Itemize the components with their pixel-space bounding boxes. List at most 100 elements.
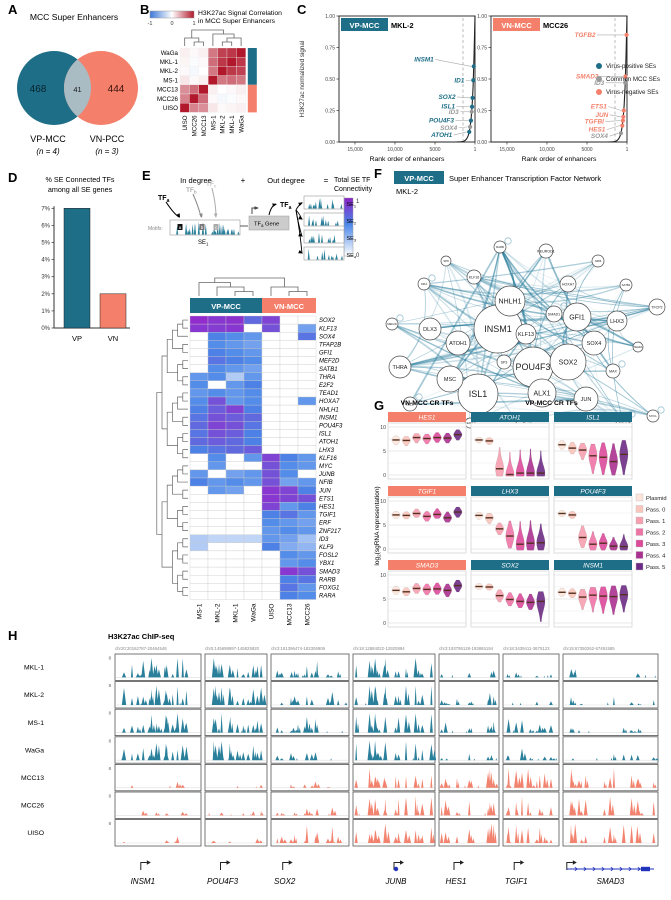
svg-text:SMAD1: SMAD1 [548, 312, 560, 316]
svg-text:0: 0 [383, 621, 386, 627]
svg-text:TFa: TFa [280, 202, 292, 211]
svg-text:0: 0 [383, 547, 386, 553]
svg-text:SP3: SP3 [501, 360, 508, 364]
svg-text:Rank order of enhancers: Rank order of enhancers [522, 156, 597, 163]
svg-text:DLX3: DLX3 [423, 327, 437, 333]
svg-text:MCC26: MCC26 [157, 96, 179, 103]
svg-text:HES1: HES1 [589, 127, 606, 134]
svg-text:POU4F3: POU4F3 [207, 877, 239, 886]
svg-text:chr3:193795128-193865194: chr3:193795128-193865194 [439, 646, 494, 651]
svg-text:8: 8 [109, 656, 112, 661]
svg-text:LHX3: LHX3 [610, 319, 624, 325]
svg-text:TFa: TFa [158, 195, 170, 204]
svg-text:=: = [324, 176, 329, 185]
svg-text:(n = 4): (n = 4) [36, 147, 60, 156]
svg-text:SOX4: SOX4 [587, 341, 602, 347]
svg-text:NFIB: NFIB [595, 259, 602, 263]
svg-text:SOX2: SOX2 [559, 360, 578, 367]
svg-text:SE4: SE4 [347, 253, 357, 259]
svg-text:0: 0 [170, 21, 173, 27]
svg-text:8: 8 [109, 683, 112, 688]
svg-text:8: 8 [109, 711, 112, 716]
panel-letter-e: E [142, 168, 151, 183]
svg-text:JUNB: JUNB [318, 472, 335, 478]
svg-text:0: 0 [356, 253, 360, 259]
svg-text:SOX4: SOX4 [591, 133, 608, 140]
svg-text:% SE Connected TFs: % SE Connected TFs [46, 175, 115, 184]
svg-text:MCC13: MCC13 [287, 603, 294, 625]
svg-text:POU4F3: POU4F3 [319, 423, 343, 429]
svg-text:YBX1: YBX1 [319, 561, 334, 567]
svg-text:POU4F3: POU4F3 [580, 489, 606, 496]
svg-text:0.00: 0.00 [325, 140, 335, 146]
svg-text:UISO: UISO [269, 604, 276, 620]
svg-text:8: 8 [109, 821, 112, 826]
svg-text:SMAD3: SMAD3 [319, 569, 340, 575]
svg-text:ATOH1: ATOH1 [430, 132, 453, 139]
svg-text:log2(sgRNA representation): log2(sgRNA representation) [374, 486, 382, 565]
svg-text:ISL1: ISL1 [442, 104, 456, 111]
svg-text:MCC13: MCC13 [157, 87, 179, 94]
svg-text:ETS1: ETS1 [591, 104, 607, 111]
svg-text:chr19:12884022-12920894: chr19:12884022-12920894 [353, 646, 405, 651]
svg-text:MCC26: MCC26 [192, 115, 199, 137]
svg-text:SMAD3: SMAD3 [576, 73, 599, 80]
svg-text:WaGa: WaGa [161, 50, 179, 57]
svg-text:TGFBI: TGFBI [585, 119, 604, 126]
svg-text:NFIB: NFIB [319, 480, 333, 486]
svg-text:MCC13: MCC13 [201, 115, 208, 137]
svg-text:In degree: In degree [180, 176, 212, 185]
panel-letter-f: F [374, 166, 382, 181]
svg-text:MKL-2: MKL-2 [215, 603, 222, 623]
svg-text:5: 5 [383, 523, 386, 529]
svg-text:0.75: 0.75 [477, 45, 487, 51]
svg-text:TEAD1: TEAD1 [319, 391, 338, 397]
svg-text:NEUROD1: NEUROD1 [537, 249, 555, 253]
svg-text:15,000: 15,000 [347, 147, 363, 153]
svg-text:5000: 5000 [581, 147, 592, 153]
svg-text:444: 444 [108, 84, 125, 95]
svg-text:MKL-2: MKL-2 [160, 68, 179, 75]
svg-text:RARA: RARA [319, 594, 336, 600]
svg-text:1: 1 [192, 21, 195, 27]
svg-text:chr18:3439411-3675123: chr18:3439411-3675123 [503, 646, 550, 651]
svg-text:MKL-2: MKL-2 [220, 115, 227, 134]
panel-letter-d: D [8, 170, 18, 185]
svg-text:SMAD3: SMAD3 [597, 877, 625, 886]
svg-text:0.25: 0.25 [325, 108, 335, 114]
svg-text:TFAP2B: TFAP2B [319, 342, 341, 348]
svg-text:VP-MCC: VP-MCC [350, 21, 380, 30]
svg-text:6%: 6% [41, 223, 50, 229]
svg-text:0.00: 0.00 [477, 140, 487, 146]
svg-text:MYC: MYC [319, 464, 333, 470]
svg-text:MCC13: MCC13 [21, 775, 44, 782]
svg-text:TFb: TFb [186, 187, 197, 195]
svg-text:ID1: ID1 [454, 77, 464, 84]
svg-text:SOX2: SOX2 [438, 94, 455, 101]
svg-text:SE2: SE2 [347, 219, 357, 225]
svg-text:VP-MCC CR TFs: VP-MCC CR TFs [525, 400, 578, 407]
svg-text:TFa Gene: TFa Gene [254, 222, 279, 228]
svg-text:JUN: JUN [581, 397, 592, 403]
svg-text:b: b [201, 225, 204, 230]
svg-text:MCC26: MCC26 [21, 803, 44, 810]
svg-text:ID3: ID3 [319, 537, 329, 543]
svg-text:Rank order of enhancers: Rank order of enhancers [370, 156, 445, 163]
svg-text:MCC26: MCC26 [305, 603, 312, 625]
svg-text:10: 10 [380, 425, 386, 431]
svg-text:THRA: THRA [393, 365, 408, 371]
svg-text:LHX3: LHX3 [319, 448, 335, 454]
svg-text:TGIF1: TGIF1 [319, 513, 336, 519]
svg-text:VN-PCC: VN-PCC [90, 134, 125, 144]
panel-c-rank-plots: H3K27ac normalized signal1.000.750.500.2… [299, 14, 660, 163]
panel-letter-c: C [297, 2, 307, 17]
svg-text:UISO: UISO [182, 115, 189, 130]
panel-letter-h: H [8, 628, 18, 643]
svg-text:SOX4: SOX4 [440, 125, 457, 132]
svg-text:MCC Super Enhancers: MCC Super Enhancers [30, 12, 118, 22]
svg-text:15,000: 15,000 [499, 147, 515, 153]
svg-text:0.25: 0.25 [477, 108, 487, 114]
